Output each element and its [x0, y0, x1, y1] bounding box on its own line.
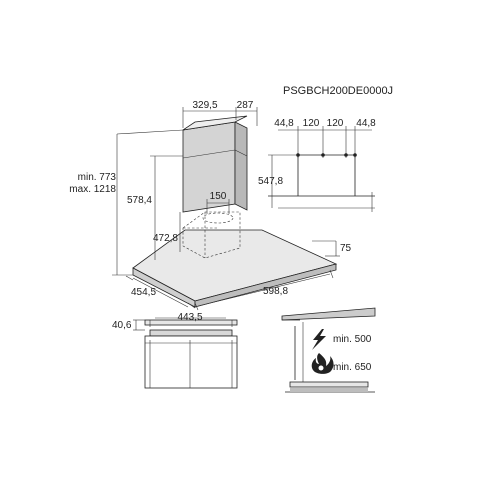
- front-chimney-body: [144, 335, 238, 389]
- dim-height-min: min. 773: [78, 172, 117, 183]
- dim-right-offset: 44,8: [356, 118, 376, 129]
- front-view: 443,5 40,6: [112, 312, 238, 389]
- dim-front-chimney-width: 443,5: [177, 312, 202, 323]
- chimney-side: [234, 121, 248, 211]
- gas-flame-core: [318, 365, 324, 371]
- dim-canopy-thickness: 75: [340, 243, 352, 254]
- outlet-ring: [202, 212, 234, 224]
- dim-height-max: max. 1218: [69, 184, 116, 195]
- bracket-hole: [321, 153, 325, 157]
- clearance-hood: [281, 307, 376, 321]
- dim-canopy-depth: 454,5: [131, 287, 156, 298]
- gas-hob-icon: [311, 353, 334, 374]
- bracket-hole: [353, 153, 357, 157]
- chimney-top: [182, 115, 248, 131]
- dim-left-offset: 44,8: [274, 118, 294, 129]
- dim-bracket-height: 547,8: [258, 176, 283, 187]
- front-chimney-collar: [149, 329, 233, 337]
- dim-outlet-diameter: 150: [210, 191, 227, 202]
- canopy-right-edge: [194, 263, 337, 308]
- clearance-electric: min. 500: [333, 334, 372, 345]
- hood-isometric-view: 329,5 287 min. 773 max. 1218 578,4 472,8…: [69, 100, 352, 311]
- model-code: PSGBCH200DE0000J: [283, 85, 393, 97]
- front-top-plate: [144, 319, 238, 326]
- dim-motor-height: 472,8: [153, 233, 178, 244]
- bracket-view: 44,8 120 120 44,8 547,8: [258, 118, 376, 212]
- electric-hob-icon: [312, 329, 326, 350]
- dim-chimney-height: 578,4: [127, 195, 152, 206]
- dim-top-height: 40,6: [112, 320, 132, 331]
- dim-spacing-2: 120: [327, 118, 344, 129]
- dim-spacing-1: 120: [303, 118, 320, 129]
- clearance-view: min. 500 min. 650: [281, 307, 376, 393]
- bracket-hole: [344, 153, 348, 157]
- dim-canopy-width: 598,8: [263, 286, 288, 297]
- hob: [289, 381, 369, 388]
- clearance-gas: min. 650: [333, 362, 372, 373]
- dim-chimney-depth: 287: [237, 100, 254, 111]
- dim-chimney-width: 329,5: [192, 100, 217, 111]
